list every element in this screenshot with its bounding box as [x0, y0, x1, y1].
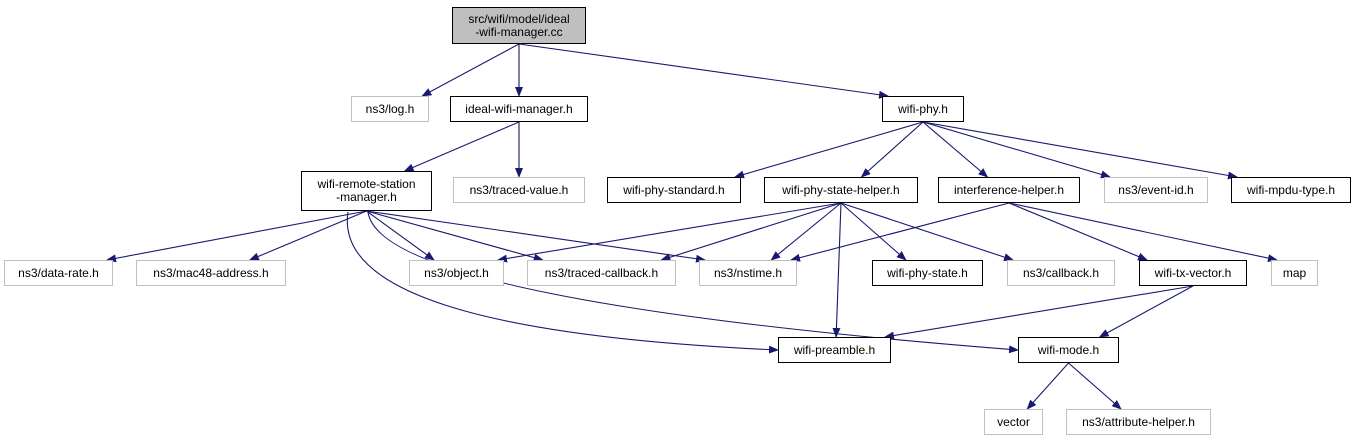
node-wifi-phy-state-helper-h[interactable]: wifi-phy-state-helper.h — [764, 177, 918, 203]
edge-wrsm-to-tc — [366, 210, 544, 262]
node-ns3-traced-callback-h[interactable]: ns3/traced-callback.h — [527, 260, 676, 286]
edge-phy-to-psh — [860, 121, 924, 178]
edge-wrsm-to-mode — [367, 211, 1019, 354]
edge-iwm-to-wrsm — [403, 121, 520, 172]
node-ns3-log-h[interactable]: ns3/log.h — [351, 96, 429, 122]
node-interference-helper-h[interactable]: interference-helper.h — [938, 177, 1080, 203]
node-root-source-file[interactable]: src/wifi/model/ideal -wifi-manager.cc — [452, 7, 586, 44]
node-ns3-callback-h[interactable]: ns3/callback.h — [1007, 260, 1115, 286]
node-ns3-object-h[interactable]: ns3/object.h — [409, 260, 504, 286]
edge-phy-to-std — [734, 121, 924, 179]
edge-wrsm-to-ns — [366, 210, 706, 263]
node-wifi-remote-station-manager-h[interactable]: wifi-remote-station -manager.h — [301, 171, 432, 211]
node-ns3-event-id-h[interactable]: ns3/event-id.h — [1104, 177, 1208, 203]
node-wifi-preamble-h[interactable]: wifi-preamble.h — [778, 337, 891, 363]
node-wifi-phy-state-h[interactable]: wifi-phy-state.h — [872, 260, 983, 286]
edge-psh-to-obj — [497, 202, 842, 263]
edge-root-to-phy — [518, 43, 889, 99]
node-ns3-attribute-helper-h[interactable]: ns3/attribute-helper.h — [1066, 409, 1211, 435]
edge-phy-to-mpdu — [922, 121, 1238, 180]
edge-txv-to-pre — [884, 285, 1194, 340]
edge-ih-to-txv — [1008, 202, 1148, 261]
node-root-line1: src/wifi/model/ideal — [468, 11, 570, 26]
node-ns3-data-rate-h[interactable]: ns3/data-rate.h — [4, 260, 113, 286]
edge-wrsm-to-obj — [366, 210, 435, 261]
node-root-line2: -wifi-manager.cc — [475, 24, 563, 39]
node-wrsm-line2: -manager.h — [336, 190, 397, 204]
edge-psh-to-pre — [832, 202, 842, 338]
node-wrsm-line1: wifi-remote-station — [317, 177, 416, 191]
node-ideal-wifi-manager-h[interactable]: ideal-wifi-manager.h — [450, 96, 588, 122]
node-wifi-mode-h[interactable]: wifi-mode.h — [1018, 337, 1119, 363]
edge-psh-to-cb — [840, 202, 1014, 261]
node-wifi-phy-h[interactable]: wifi-phy.h — [882, 96, 964, 122]
node-wifi-phy-standard-h[interactable]: wifi-phy-standard.h — [607, 177, 741, 203]
node-wifi-tx-vector-h[interactable]: wifi-tx-vector.h — [1139, 260, 1247, 286]
node-map[interactable]: map — [1271, 260, 1318, 286]
edge-ih-to-map — [1008, 202, 1278, 263]
node-ns3-mac48-address-h[interactable]: ns3/mac48-address.h — [136, 260, 286, 286]
edge-phy-to-ih — [922, 121, 989, 178]
edge-mode-to-ah — [1068, 362, 1122, 410]
edge-wrsm-to-pre — [346, 211, 779, 354]
edge-psh-to-tc — [660, 202, 842, 262]
edge-txv-to-mode — [1098, 285, 1194, 338]
node-ns3-nstime-h[interactable]: ns3/nstime.h — [699, 260, 797, 286]
node-ns3-traced-value-h[interactable]: ns3/traced-value.h — [453, 177, 585, 203]
edge-psh-to-ns — [770, 202, 842, 261]
edge-psh-to-ps — [840, 202, 907, 261]
edge-root-to-log — [421, 43, 520, 97]
edge-mode-to-vec — [1026, 362, 1069, 410]
edge-phy-to-ev — [922, 121, 1111, 179]
edge-ih-to-ns — [790, 202, 1010, 262]
node-wifi-mpdu-type-h[interactable]: wifi-mpdu-type.h — [1231, 177, 1351, 203]
node-vector[interactable]: vector — [984, 409, 1043, 435]
edge-wrsm-to-dr — [106, 210, 367, 263]
